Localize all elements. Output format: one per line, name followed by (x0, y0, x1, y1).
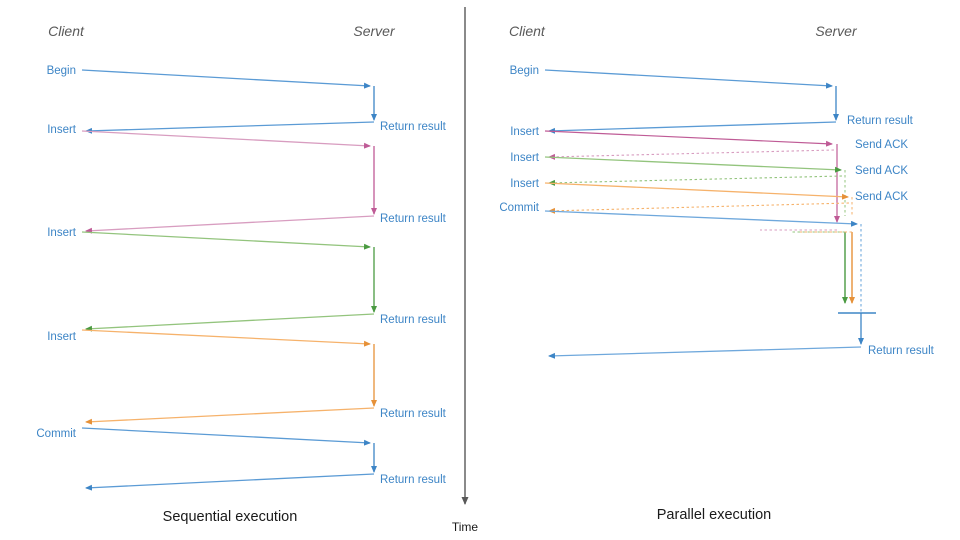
ack-label-insert3-par: Send ACK (855, 191, 908, 203)
reply-label-insert1-seq: Return result (380, 213, 447, 225)
ack-label-insert1-par: Send ACK (855, 139, 908, 151)
msg-label-insert1-seq: Insert (47, 124, 77, 136)
arrow-commit-reply (85, 473, 375, 491)
time-axis-label: Time (452, 520, 479, 534)
msg-label-insert1-par: Insert (510, 126, 540, 138)
actor-label-client-par: Client (509, 23, 546, 39)
message-group-begin-par (544, 69, 839, 134)
reply-label-begin-par: Return result (847, 115, 914, 127)
message-group-commit-seq (81, 427, 377, 491)
reply-label-begin-seq: Return result (380, 121, 447, 133)
reply-label-commit-seq: Return result (380, 474, 447, 486)
msg-label-commit-par: Commit (499, 202, 539, 214)
actor-label-client-seq: Client (48, 23, 85, 39)
panel-parallel (544, 69, 876, 359)
arrow-insert3-request-par (544, 182, 849, 200)
arrow-commit-reply-par (548, 346, 862, 359)
arrow-begin-reply (85, 121, 375, 134)
arrow-commit-request-par (544, 210, 858, 227)
arrow-begin-request (81, 69, 371, 89)
ack-label-insert2-par: Send ACK (855, 165, 908, 177)
arrow-commit-request (81, 427, 371, 446)
reply-label-insert3-seq: Return result (380, 408, 447, 420)
message-group-insert1-seq (81, 130, 377, 234)
arrow-begin-reply-par (548, 121, 837, 134)
msg-label-insert3-seq: Insert (47, 331, 77, 343)
arrow-begin-request-par (544, 69, 833, 89)
actor-label-server-seq: Server (353, 23, 396, 39)
arrow-insert2-reply (85, 313, 375, 332)
arrow-insert1-request (81, 130, 371, 149)
caption-sequential: Sequential execution (163, 509, 298, 525)
arrow-insert2-request-par (544, 156, 842, 173)
arrow-insert1-request-par (544, 130, 833, 147)
caption-parallel: Parallel execution (657, 507, 771, 523)
msg-label-commit-seq: Commit (36, 428, 76, 440)
reply-label-commit-par: Return result (868, 345, 935, 357)
message-group-insert3-seq (81, 329, 377, 425)
arrow-insert3-reply (85, 407, 375, 425)
panel-sequential (81, 69, 377, 491)
msg-label-insert3-par: Insert (510, 178, 540, 190)
message-group-insert3-par (544, 182, 855, 304)
msg-label-begin-par: Begin (510, 65, 539, 77)
message-group-insert2-seq (81, 231, 377, 332)
actor-label-server-par: Server (815, 23, 858, 39)
reply-label-insert2-seq: Return result (380, 314, 447, 326)
message-group-insert2-par (544, 156, 848, 304)
msg-label-insert2-seq: Insert (47, 227, 77, 239)
arrow-insert2-request (81, 231, 371, 250)
message-group-begin-seq (81, 69, 377, 134)
msg-label-insert2-par: Insert (510, 152, 540, 164)
arrow-insert3-request (81, 329, 371, 347)
arrow-insert3-ack-par (548, 202, 850, 214)
arrow-insert1-reply (85, 215, 375, 234)
message-group-insert1-par (544, 130, 840, 231)
arrow-insert2-ack-par (548, 175, 843, 186)
arrow-insert1-ack-par (548, 149, 835, 160)
msg-label-begin-seq: Begin (47, 65, 76, 77)
message-group-commit-par (544, 210, 876, 359)
